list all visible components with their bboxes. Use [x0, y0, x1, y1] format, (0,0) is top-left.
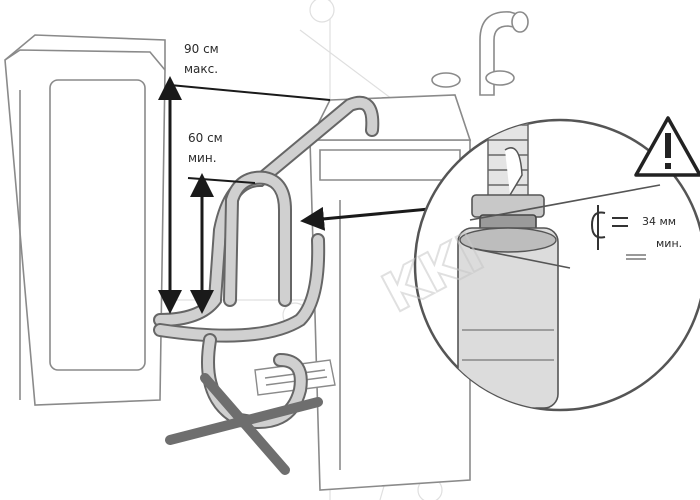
label-max-suffix: макс. — [184, 62, 218, 76]
centerline-symbol-icon — [590, 205, 646, 260]
label-clearance-suffix: мин. — [656, 237, 682, 250]
pointer-arrow — [300, 206, 441, 231]
label-min-height: 60 см — [188, 131, 223, 145]
faucet — [431, 11, 529, 96]
label-clearance: 34 мм — [642, 215, 676, 228]
measurement-90cm — [158, 76, 331, 314]
detail-magnifier — [413, 118, 700, 412]
warning-triangle-icon — [634, 116, 700, 177]
cross-mark-icon — [165, 373, 323, 475]
washing-machine — [4, 34, 166, 406]
measurement-60cm — [187, 173, 256, 314]
label-max-height: 90 см — [184, 42, 219, 56]
label-min-suffix: мин. — [188, 151, 217, 165]
